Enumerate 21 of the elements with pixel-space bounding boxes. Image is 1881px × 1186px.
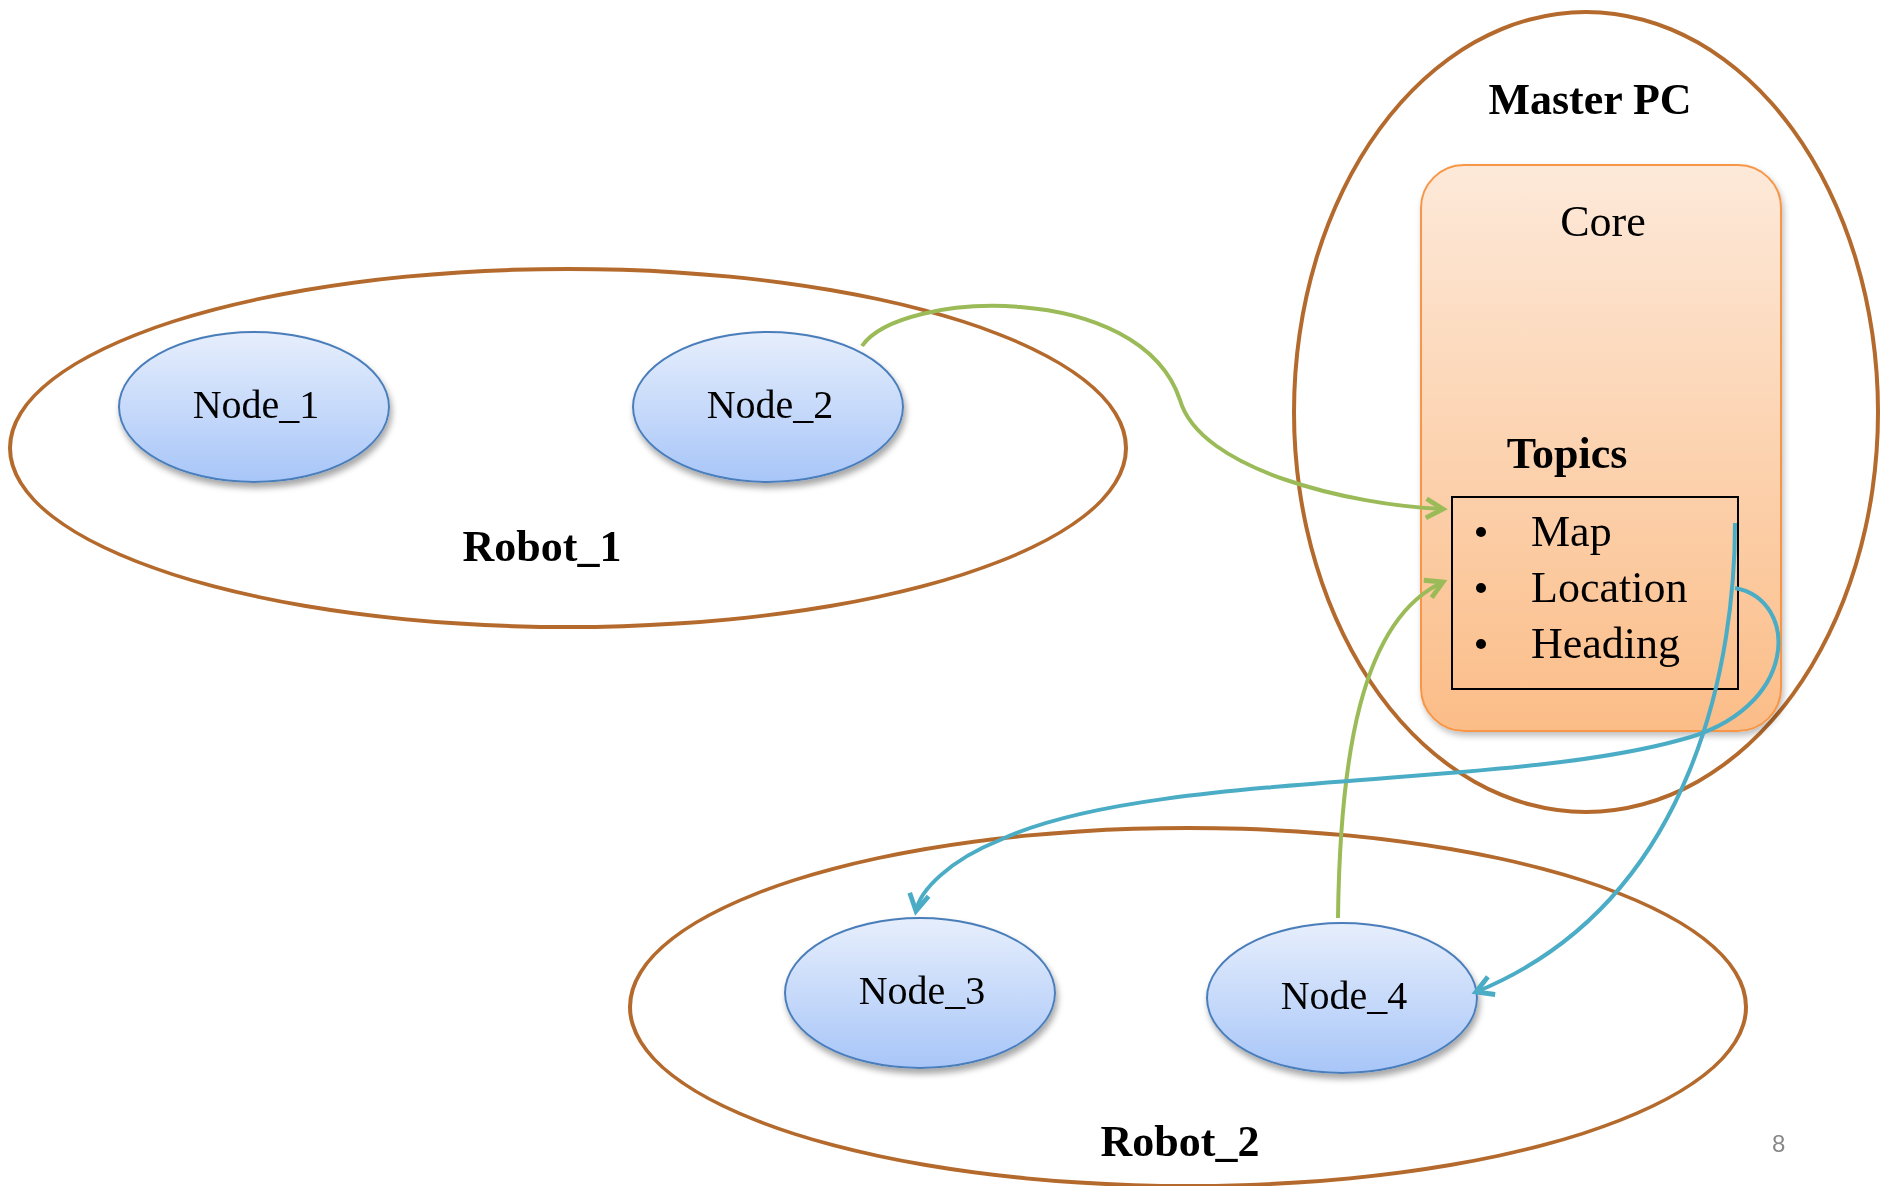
node-label: Node_1 <box>191 381 321 428</box>
heading: Master PC <box>1487 74 1693 125</box>
group-ellipse <box>1292 10 1880 814</box>
arrow <box>908 586 1781 914</box>
heading: Robot_1 <box>461 521 623 572</box>
page-number: 8 <box>1772 1130 1786 1158</box>
list-item: Map <box>1531 506 1612 557</box>
heading: Topics <box>1505 428 1629 479</box>
node-label: Core <box>1559 196 1647 247</box>
node-label: Node_4 <box>1279 972 1409 1019</box>
node-label: Node_3 <box>857 967 987 1014</box>
core-box <box>1420 164 1782 732</box>
heading: Robot_2 <box>1099 1116 1261 1167</box>
arrow <box>1473 522 1737 996</box>
group-ellipse <box>628 826 1748 1186</box>
list-item: Heading <box>1531 618 1681 669</box>
arrow <box>860 304 1446 520</box>
group-ellipse <box>8 267 1128 629</box>
arrow <box>1336 579 1446 919</box>
list-item: Location <box>1531 562 1688 613</box>
node-label: Node_2 <box>705 381 835 428</box>
